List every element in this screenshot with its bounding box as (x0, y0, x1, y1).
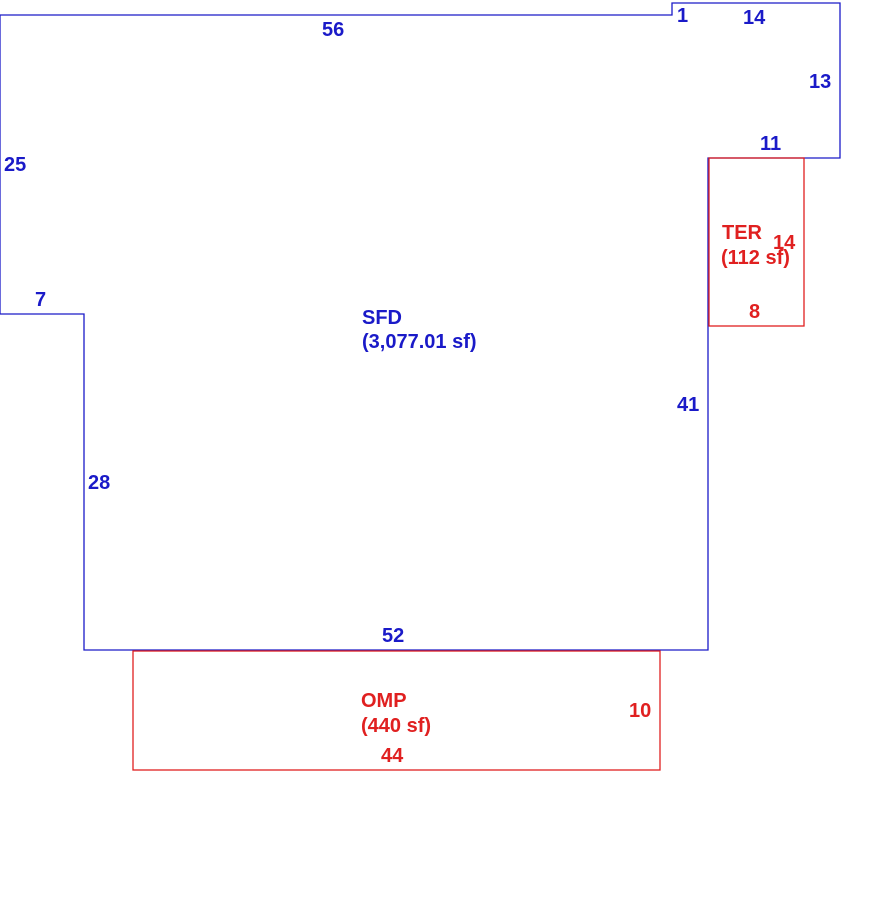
sfd-dimension-top: 56 (322, 19, 344, 41)
sfd-dimension-right-lower: 41 (677, 394, 699, 416)
sfd-dimension-notch: 7 (35, 289, 46, 311)
sfd-area-label: (3,077.01 sf) (362, 331, 477, 353)
omp-area-label: (440 sf) (361, 715, 431, 737)
sfd-dimension-bottom: 52 (382, 625, 404, 647)
ter-dimension-bottom: 8 (749, 301, 760, 323)
omp-dimension-side: 10 (629, 700, 651, 722)
omp-name-label: OMP (361, 690, 407, 712)
sfd-name-label: SFD (362, 307, 402, 329)
ter-outline (708, 157, 805, 327)
sfd-outline (0, 2, 841, 651)
omp-dimension-bottom: 44 (381, 745, 404, 767)
omp-outline (132, 650, 661, 771)
sfd-dimension-left-lower: 28 (88, 472, 110, 494)
ter-area-label: (112 sf) (721, 247, 790, 269)
sfd-dimension-left-upper: 25 (4, 154, 26, 176)
ter-name-label: TER (722, 222, 763, 244)
sfd-dimension-top-right: 14 (743, 7, 766, 29)
ter-dimension-side: 14 (773, 232, 796, 254)
sfd-dimension-step: 1 (677, 5, 688, 27)
sfd-dimension-ledge: 11 (760, 133, 781, 155)
sfd-dimension-right-upper: 13 (809, 71, 831, 93)
